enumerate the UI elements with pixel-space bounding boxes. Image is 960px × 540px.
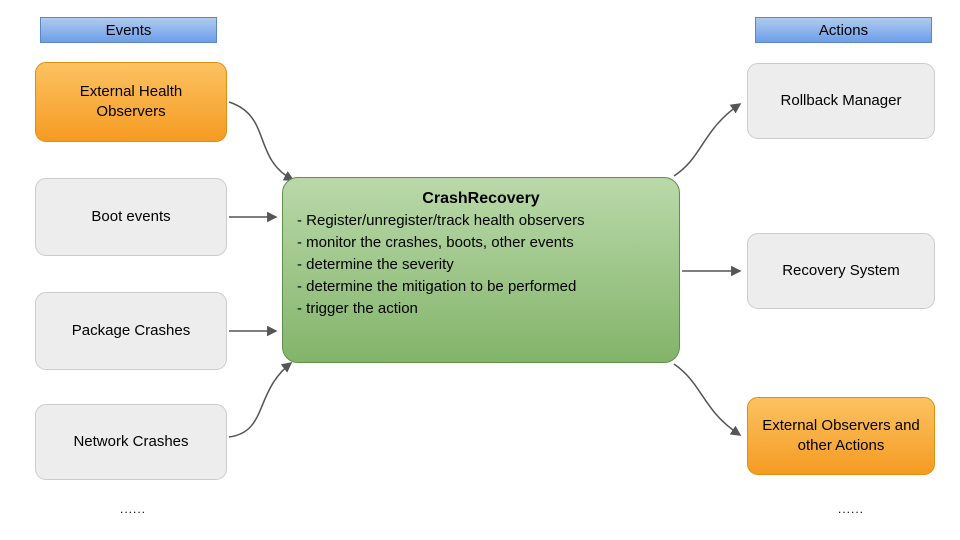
node-label: External Health Observers (79, 82, 183, 120)
crashrecovery-bullet: - determine the mitigation to be perform… (297, 278, 577, 295)
actions-header-label: Actions (818, 21, 869, 39)
crashrecovery-bullet: - trigger the action (297, 300, 418, 317)
node-external-health-observers: External Health Observers (35, 62, 227, 142)
arrow-crashrecovery-to-rollback-manager (673, 103, 742, 177)
node-label: External Observers and other Actions (762, 416, 920, 454)
node-label: Rollback Manager (780, 91, 902, 109)
crashrecovery-title: CrashRecovery (422, 190, 540, 207)
node-label: Package Crashes (71, 321, 191, 339)
node-crashrecovery: CrashRecovery - Register/unregister/trac… (282, 177, 680, 363)
events-header: Events (40, 17, 217, 43)
actions-ellipsis: ...... (838, 502, 865, 516)
node-external-observers-and-other-actions: External Observers and other Actions (747, 397, 935, 475)
crashrecovery-bullet: - determine the severity (297, 256, 454, 273)
node-label: Boot events (91, 207, 171, 225)
arrow-network-crashes-to-crashrecovery (228, 362, 293, 438)
crashrecovery-bullet: - monitor the crashes, boots, other even… (297, 234, 574, 251)
actions-header: Actions (755, 17, 932, 43)
node-rollback-manager: Rollback Manager (747, 63, 935, 139)
crashrecovery-bullet: - Register/unregister/track health obser… (297, 212, 585, 229)
node-package-crashes: Package Crashes (35, 292, 227, 370)
events-ellipsis: ...... (120, 502, 147, 516)
arrow-crashrecovery-to-external-observers (673, 363, 742, 436)
arrow-external-health-observers-to-crashrecovery (228, 101, 295, 181)
node-label: Network Crashes (73, 432, 189, 450)
node-recovery-system: Recovery System (747, 233, 935, 309)
node-boot-events: Boot events (35, 178, 227, 256)
node-network-crashes: Network Crashes (35, 404, 227, 480)
node-label: Recovery System (782, 261, 900, 279)
events-header-label: Events (105, 21, 152, 39)
